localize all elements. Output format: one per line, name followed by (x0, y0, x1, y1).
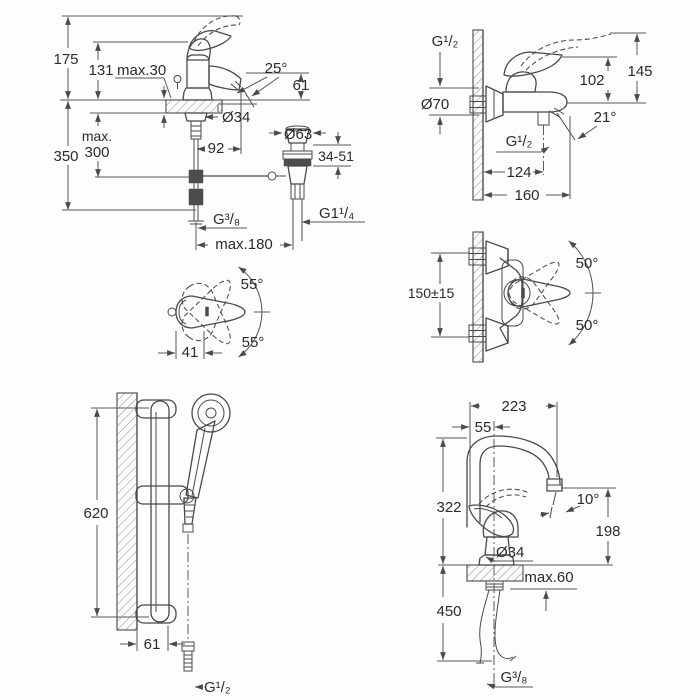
shower-rail-silhouette (116, 392, 231, 672)
basin-deck-hatch (165, 99, 223, 114)
sink-base (478, 554, 515, 566)
dim-axis-offset: 55 (475, 419, 492, 436)
shower-mixer-drawing: 150±15 50° 50° (408, 231, 601, 363)
shower-pivot-mark (521, 287, 525, 299)
dim-sink-supply-thread: G³/₈ (500, 669, 527, 686)
dim-rail-wall-offset: 61 (144, 636, 161, 653)
dim-swing-lower-50: 50° (576, 317, 599, 334)
bath-mixer-silhouette (469, 29, 612, 201)
dim-hose-thread: G¹/₂ (204, 679, 231, 696)
popup-waste-assembly (282, 125, 313, 241)
sink-shank (485, 580, 504, 591)
rail-wall-hatch (116, 392, 138, 631)
basin-mixer-drawing: 175 131 max.30 25° 61 Ø34 max. 300 350 9… (53, 15, 365, 253)
dim-bath-spout-reach: 160 (514, 187, 539, 204)
dim-handle-base-width: 41 (182, 344, 199, 361)
basin-mixer-dimension-lines (60, 15, 365, 250)
dim-outlet-height: 198 (595, 523, 620, 540)
basin-mixer-labels: 175 131 max.30 25° 61 Ø34 max. 300 350 9… (53, 51, 354, 253)
popup-rod-tee (188, 169, 204, 184)
sink-mixer-silhouette (466, 435, 563, 664)
dim-sink-base-dia: Ø34 (496, 544, 524, 561)
dim-bath-spout-angle: 21° (594, 109, 617, 126)
dim-waste-thread: G1¹/₄ (319, 205, 354, 222)
dim-sink-hose-length: 450 (436, 603, 461, 620)
shower-mixer-silhouette (468, 231, 571, 363)
bath-mixer-labels: G¹/₂ 145 102 Ø70 21° G¹/₂ 124 160 (421, 33, 653, 204)
sink-mixer-drawing: 223 55 322 10° 198 Ø34 max.60 450 G³/₈ (436, 398, 621, 690)
dim-sink-deck-thickness: max.60 (524, 569, 573, 586)
sink-mixer-labels: 223 55 322 10° 198 Ø34 max.60 450 G³/₈ (436, 398, 620, 686)
bath-body (502, 91, 568, 113)
popup-rod-knob (173, 75, 182, 83)
handle-lever-top-view (175, 295, 246, 329)
dim-outlet-thread: G¹/₂ (506, 133, 533, 150)
sink-spout-inner (479, 445, 550, 523)
dim-sink-spout-height: 322 (436, 499, 461, 516)
bath-lever (503, 51, 563, 77)
dim-height-raised: 145 (627, 63, 652, 80)
dim-total-height: 175 (53, 51, 78, 68)
dim-swing-upper-55: 55° (241, 276, 264, 293)
shower-hose (181, 497, 197, 672)
dim-rail-length: 620 (83, 505, 108, 522)
dim-body-height: 131 (88, 62, 113, 79)
dim-rod-max-line1: max. (82, 128, 112, 144)
shower-escutcheon-bottom (485, 317, 509, 352)
dim-spout-angle: 25° (265, 60, 288, 77)
shower-rail-bar (150, 400, 170, 623)
dim-center-distance: 150±15 (408, 285, 455, 301)
hand-shower (185, 393, 231, 499)
dim-outlet-offset: 124 (506, 164, 531, 181)
shower-escutcheon-top (485, 240, 509, 275)
supply-thread-block (188, 188, 204, 206)
sink-lever (468, 504, 515, 538)
dim-rod-reach: max.180 (215, 236, 273, 253)
dim-waste-range: 34-51 (318, 148, 354, 164)
dim-escutcheon-dia: Ø70 (421, 96, 449, 113)
dim-swing-lower-55: 55° (242, 334, 265, 351)
bath-mixer-dimension-lines (429, 32, 646, 199)
shower-mixer-dimension-lines (431, 252, 470, 338)
dim-spout-height: 61 (293, 77, 310, 94)
shower-rail-drawing: 620 61 G¹/₂ (83, 392, 231, 696)
bath-escutcheon (485, 85, 504, 123)
dim-swing-upper-50: 50° (576, 255, 599, 272)
dim-sink-spout-reach: 223 (501, 398, 526, 415)
dim-stream-angle: 10° (577, 491, 600, 508)
bath-mixer-drawing: G¹/₂ 145 102 Ø70 21° G¹/₂ 124 160 (421, 29, 653, 204)
shower-lever (507, 278, 571, 308)
dim-waste-dia: Ø63 (284, 126, 312, 143)
basin-mixer-silhouette (165, 15, 313, 241)
handle-detail-drawing: 55° 55° 41 (158, 266, 270, 361)
dim-supply-thread: G³/₈ (213, 211, 240, 228)
dim-supply-height: 350 (53, 148, 78, 165)
dim-height-closed: 102 (579, 72, 604, 89)
bath-wall-hatch (472, 29, 484, 201)
dim-shank-dia: Ø34 (222, 109, 250, 126)
sink-mixer-dimension-lines (436, 402, 616, 690)
bath-outlet-stub (537, 111, 550, 126)
basin-lever (188, 30, 232, 52)
sink-lever-raised-dashed (478, 488, 530, 505)
dim-inlet-thread: G¹/₂ (432, 33, 459, 50)
sink-spout-outer (466, 435, 561, 528)
basin-lever-raised-dashed (193, 15, 237, 43)
dim-deck-thickness: max.30 (117, 62, 166, 79)
dim-rod-max-line2: 300 (84, 144, 109, 161)
handle-pivot-mark (205, 306, 209, 317)
sink-deck-hatch (466, 564, 524, 582)
dim-spout-reach: 92 (208, 140, 225, 157)
bath-lever-raised-dashed (520, 33, 612, 67)
sink-supply-hoses (476, 589, 517, 664)
